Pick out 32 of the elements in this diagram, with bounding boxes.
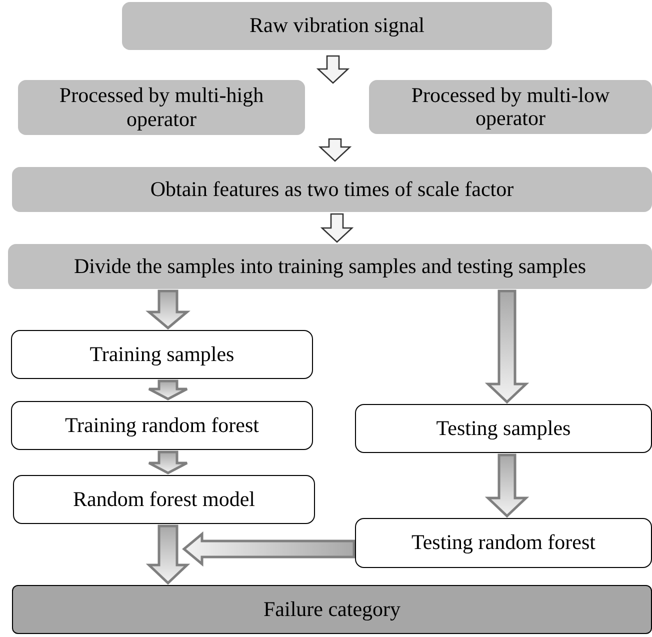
block-arrow — [484, 454, 530, 518]
box-label: Raw vibration signal — [250, 14, 424, 38]
block-arrow — [148, 450, 188, 474]
process-box — [355, 404, 652, 453]
box-label: Testing samples — [436, 416, 571, 440]
box-label: Failure category — [263, 598, 401, 622]
process-box — [355, 518, 652, 568]
process-box — [122, 2, 552, 50]
process-box — [11, 401, 313, 450]
box-label: Random forest model — [73, 488, 255, 512]
block-arrow — [484, 290, 530, 404]
process-box — [18, 80, 305, 135]
box-label: Processed by multi-low operator — [410, 84, 611, 130]
box-label: Processed by multi-high operator — [58, 84, 265, 131]
block-arrow — [148, 380, 188, 400]
block-arrow — [320, 213, 354, 243]
box-label: Training samples — [90, 342, 234, 366]
block-arrow — [146, 524, 190, 585]
box-label: Testing random forest — [412, 531, 596, 555]
process-box — [13, 475, 315, 524]
box-label: Divide the samples into training samples and testing samples — [74, 254, 586, 278]
process-box — [8, 244, 652, 289]
process-box — [369, 80, 652, 134]
process-box — [12, 585, 652, 634]
block-arrow — [316, 55, 350, 84]
block-arrow — [182, 531, 356, 567]
block-arrow — [146, 290, 190, 330]
process-box — [11, 330, 313, 379]
box-label: Obtain features as two times of scale factor — [150, 178, 514, 202]
box-label: Training random forest — [64, 414, 260, 438]
process-box — [12, 167, 652, 212]
block-arrow — [318, 138, 352, 162]
